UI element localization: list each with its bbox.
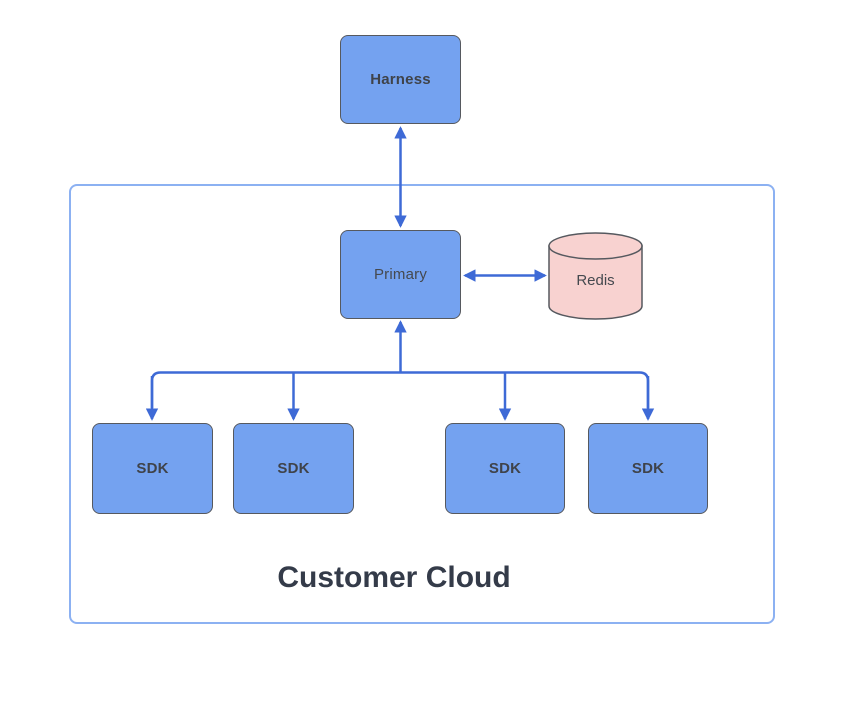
node-sdk-1-label: SDK — [136, 460, 169, 477]
node-sdk-4: SDK — [588, 423, 708, 514]
node-harness: Harness — [340, 35, 461, 124]
node-sdk-3-label: SDK — [488, 460, 522, 477]
node-sdk-2: SDK — [233, 423, 354, 514]
node-harness-label: Harness — [370, 71, 431, 88]
customer-cloud-boundary — [69, 184, 775, 624]
node-sdk-4-label: SDK — [631, 460, 665, 477]
node-sdk-3: SDK — [445, 423, 565, 514]
node-primary: Primary — [340, 230, 461, 319]
node-sdk-1: SDK — [92, 423, 213, 514]
node-sdk-2-label: SDK — [277, 460, 310, 477]
node-redis-label: Redis — [576, 271, 615, 289]
customer-cloud-label: Customer Cloud — [277, 561, 511, 594]
node-primary-label: Primary — [373, 266, 428, 283]
